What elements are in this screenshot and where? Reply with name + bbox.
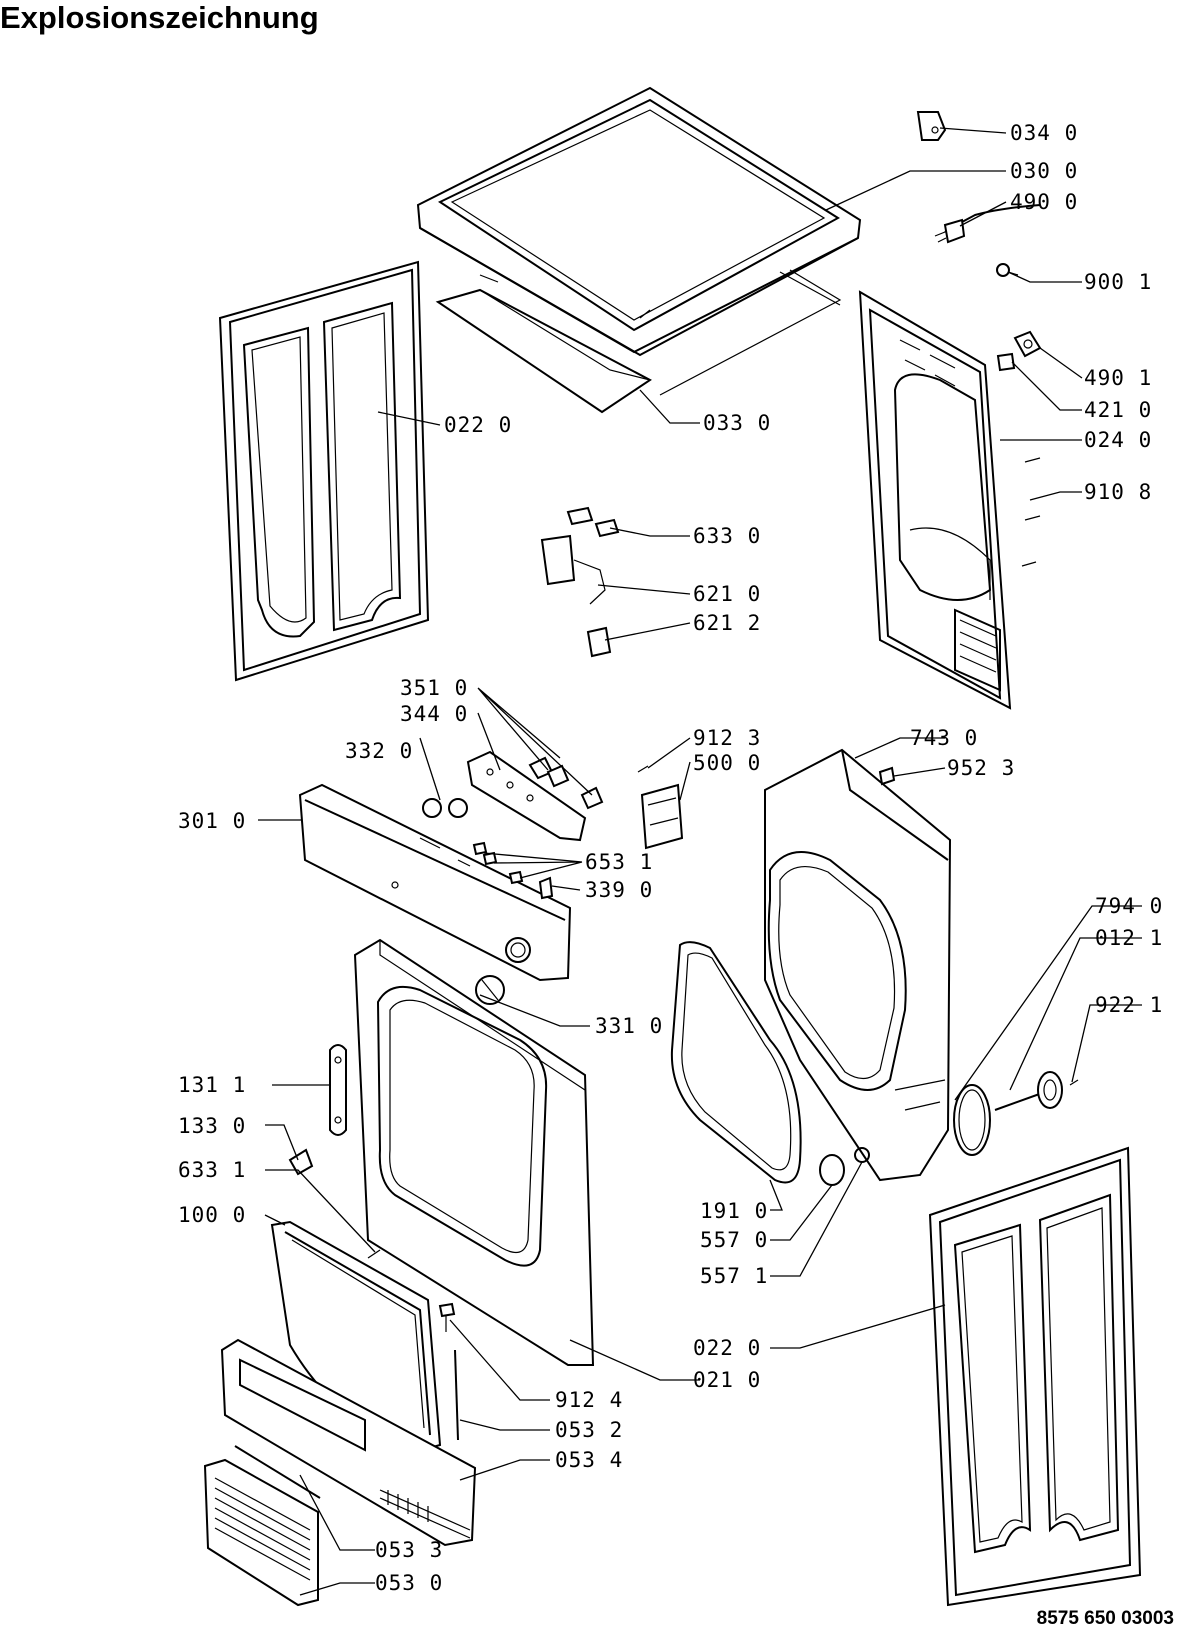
control-board (466, 750, 587, 842)
label-053-2: 053 2 (555, 1418, 623, 1442)
top-cover (416, 86, 862, 357)
label-344-0: 344 0 (400, 702, 468, 726)
power-cord (934, 204, 1041, 244)
screws-910 (1021, 457, 1041, 567)
drive-belt (953, 1084, 991, 1156)
screw-922-1 (1069, 1079, 1079, 1086)
pulley-shaft (994, 1071, 1063, 1111)
label-053-4: 053 4 (555, 1448, 623, 1472)
label-053-3: 053 3 (375, 1538, 443, 1562)
front-panel (353, 938, 595, 1366)
label-131-1: 131 1 (178, 1073, 246, 1097)
label-133-0: 133 0 (178, 1114, 246, 1138)
label-021-0: 021 0 (693, 1368, 761, 1392)
document-number: 8575 650 03003 (1036, 1608, 1174, 1629)
small-clips-653 (472, 841, 524, 885)
indicator-lamps (528, 756, 604, 810)
label-743-0: 743 0 (910, 726, 978, 750)
filter-grille (203, 1445, 321, 1607)
label-022-0-right: 022 0 (693, 1336, 761, 1360)
label-633-0: 633 0 (693, 524, 761, 548)
label-490-1: 490 1 (1084, 366, 1152, 390)
label-500-0: 500 0 (693, 751, 761, 775)
label-900-1: 900 1 (1084, 270, 1152, 294)
label-794-0: 794 0 (1095, 894, 1163, 918)
connector-block (996, 352, 1016, 372)
leader-lines (258, 127, 1142, 1596)
part-labels: 034 0 030 0 490 0 900 1 490 1 421 0 024 … (178, 121, 1163, 1595)
door-gasket (670, 941, 802, 1184)
knobs-332 (422, 798, 468, 818)
label-191-0: 191 0 (700, 1199, 768, 1223)
label-633-1: 633 1 (178, 1158, 246, 1182)
label-033-0: 033 0 (703, 411, 771, 435)
label-621-0: 621 0 (693, 582, 761, 606)
control-panel (298, 783, 572, 982)
label-024-0: 024 0 (1084, 428, 1152, 452)
label-421-0: 421 0 (1084, 398, 1152, 422)
right-side-panel (928, 1146, 1142, 1607)
label-557-0: 557 0 (700, 1228, 768, 1252)
drum-frame (764, 748, 952, 1182)
door-hinge (329, 1044, 347, 1136)
label-952-3: 952 3 (947, 756, 1015, 780)
label-922-1: 922 1 (1095, 993, 1163, 1017)
label-910-8: 910 8 (1084, 480, 1152, 504)
pin-912-4 (438, 1302, 456, 1332)
timer-switch (637, 765, 684, 850)
label-653-1: 653 1 (585, 850, 653, 874)
label-339-0: 339 0 (585, 878, 653, 902)
label-053-0: 053 0 (375, 1571, 443, 1595)
program-knob (475, 975, 505, 1005)
screw-633-1 (367, 1249, 381, 1259)
label-012-1: 012 1 (1095, 926, 1163, 950)
label-332-0: 332 0 (345, 739, 413, 763)
label-100-0: 100 0 (178, 1203, 246, 1227)
rear-panel (858, 290, 1012, 710)
label-030-0: 030 0 (1010, 159, 1078, 183)
cover-plate (435, 269, 842, 414)
label-331-0: 331 0 (595, 1014, 663, 1038)
page-title: Explosionszeichnung (0, 0, 319, 35)
label-034-0: 034 0 (1010, 121, 1078, 145)
label-351-0: 351 0 (400, 676, 468, 700)
label-301-0: 301 0 (178, 809, 246, 833)
clip-952-3 (878, 766, 896, 786)
door-catch-133 (288, 1148, 314, 1176)
label-557-1: 557 1 (700, 1264, 768, 1288)
left-side-panel (218, 260, 430, 682)
label-912-3: 912 3 (693, 726, 761, 750)
hinge-bracket (916, 111, 947, 141)
label-621-2: 621 2 (693, 611, 761, 635)
cord-strain-relief (1013, 330, 1042, 358)
door-lock-components (540, 506, 620, 658)
rod-053-2 (454, 1349, 459, 1441)
switch-339 (538, 876, 554, 900)
label-022-0-left: 022 0 (444, 413, 512, 437)
label-912-4: 912 4 (555, 1388, 623, 1412)
label-490-0: 490 0 (1010, 190, 1078, 214)
cable-clip (996, 263, 1019, 277)
kick-plate (220, 1338, 477, 1547)
bearing-557-0 (819, 1154, 845, 1186)
